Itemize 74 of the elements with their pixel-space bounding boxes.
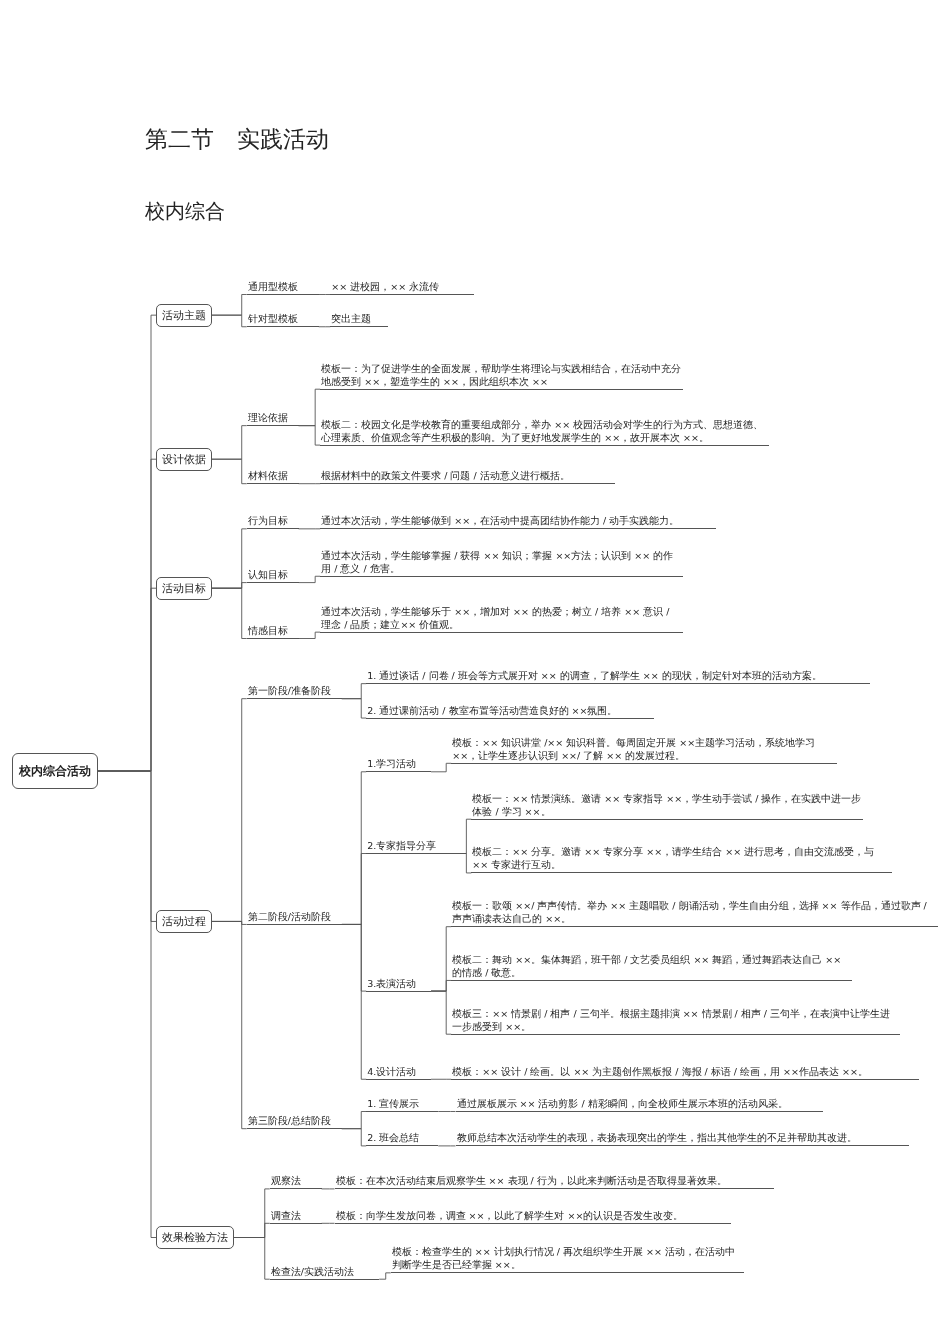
branch-box: 活动过程 <box>156 909 212 933</box>
branch-text: 突出主题 <box>330 312 388 328</box>
connector-line <box>437 1145 456 1147</box>
branch-text: 认知目标 <box>246 568 299 584</box>
connector-line <box>233 1237 271 1280</box>
branch-box: 活动主题 <box>156 303 212 327</box>
connector-line <box>430 762 452 773</box>
branch-text: 通过本次活动，学生能够掌握 / 获得 ×× 知识；掌握 ××方法；认识到 ×× 的作用 / 意义 / 危害。 <box>320 548 684 577</box>
branch-text: 2.专家指导分享 <box>366 839 447 854</box>
connector-line <box>211 314 248 328</box>
branch-text: 模板：检查学生的 ×× 计划执行情况 / 再次组织学生开展 ×× 活动，在活动中判断学生是否已经掌握 ××。 <box>390 1245 744 1274</box>
branch-text: 模板：×× 设计 / 绘画。以 ×× 为主题创作黑板报 / 海报 / 标语 / 绘画，用 ××作品表达 ××。 <box>451 1064 920 1080</box>
connector-line <box>341 924 367 1080</box>
branch-text: 第二阶段/活动阶段 <box>246 909 342 925</box>
branch-text: 模板二：校园文化是学校教育的重要组成部分，举办 ×× 校园活动会对学生的行为方式、思想道德、心理素质、价值观念等产生积极的影响。为了更好地发展学生的 ××，故开展本次 ××。 <box>320 417 770 446</box>
branch-text: 模板一：×× 情景演练。邀请 ×× 专家指导 ××，学生动手尝试 / 操作，在实践中进一步体验 / 学习 ××。 <box>471 791 864 820</box>
branch-text: 第一阶段/准备阶段 <box>246 684 342 700</box>
branch-text: 观察法 <box>269 1174 322 1190</box>
connector-line <box>298 528 321 530</box>
branch-text: 调查法 <box>269 1208 322 1224</box>
branch-text: 2. 通过课前活动 / 教室布置等活动营造良好的 ××氛围。 <box>366 703 655 719</box>
branch-text: 通过展板展示 ×× 活动剪影 / 精彩瞬间，向全校师生展示本班的活动风采。 <box>455 1097 823 1112</box>
branch-box: 设计依据 <box>156 447 212 471</box>
branch-text: 通用型模板 <box>246 280 319 295</box>
connector-line <box>211 587 248 639</box>
branch-text: 模板一：歌颂 ××/ 声声传情。举办 ×× 主题唱歌 / 朗诵活动，学生自由分组，选择 ×× 等作品，通过歌声 / 声声诵读表达自己的 ××。 <box>451 899 938 928</box>
branch-text: 模板二：×× 分享。邀请 ×× 专家分享 ××，请学生结合 ×× 进行思考，自由交流感受，与 ×× 专家进行互动。 <box>471 845 892 874</box>
branch-text: 模板：在本次活动结束后观察学生 ×× 表现 / 行为，以此来判断活动是否取得显著效果。 <box>334 1174 774 1190</box>
connector-line <box>211 921 248 1130</box>
branch-text: 行为目标 <box>246 514 299 530</box>
branch-text: 模板：向学生发放问卷，调查 ××，以此了解学生对 ××的认识是否发生改变。 <box>334 1208 731 1224</box>
branch-box: 活动目标 <box>156 576 212 600</box>
connector-line <box>341 1128 367 1147</box>
connector-line <box>446 853 472 874</box>
connector-line <box>298 483 321 485</box>
branch-text: 模板一：为了促进学生的全面发展，帮助学生将理论与实践相结合，在活动中充分地感受到 ××，塑造学生的 ××，因此组织本次 ×× <box>320 361 684 390</box>
branch-text: 模板三：×× 情景剧 / 相声 / 三句半。根据主题排演 ×× 情景剧 / 相声 / 三句半，在表演中让学生进一步感受到 ××。 <box>451 1006 901 1035</box>
topic-box: 校内综合活动 <box>12 753 98 789</box>
branch-text: 通过本次活动，学生能够做到 ××，在活动中提高团结协作能力 / 动手实践能力。 <box>320 514 717 530</box>
branch-text: 教师总结本次活动学生的表现，表扬表现突出的学生，指出其他学生的不足并帮助其改进。 <box>455 1131 910 1147</box>
branch-text: 检查法/实践活动法 <box>269 1264 380 1280</box>
connector-line <box>97 770 157 1238</box>
connector-line <box>298 425 321 446</box>
branch-text: 3.表演活动 <box>366 976 432 992</box>
branch-text: 第三阶段/总结阶段 <box>246 1114 342 1130</box>
branch-text: 通过本次活动，学生能够乐于 ××，增加对 ×× 的热爱；树立 / 培养 ×× 意识 / 理念 / 品质；建立×× 价值观。 <box>320 604 684 633</box>
section-heading: 校内综合 <box>145 198 225 225</box>
connector-line <box>318 294 331 295</box>
connector-line <box>321 1188 335 1190</box>
connector-line <box>298 631 321 639</box>
branch-text: 情感目标 <box>246 624 299 639</box>
connector-line <box>430 990 452 1035</box>
connector-line <box>341 698 367 719</box>
branch-text: 针对型模板 <box>246 312 319 328</box>
connector-line <box>430 1078 452 1080</box>
branch-text: 4.设计活动 <box>366 1064 432 1080</box>
branch-text: 1. 宣传展示 <box>366 1097 439 1112</box>
branch-text: ×× 进校园，×× 永流传 <box>330 280 475 295</box>
branch-box: 效果检验方法 <box>156 1226 234 1249</box>
branch-text: 理论依据 <box>246 411 299 427</box>
connector-line <box>318 326 331 328</box>
branch-text: 1. 通过谈话 / 问卷 / 班会等方式展开对 ×× 的调查，了解学生 ×× 的现状，制定针对本班的活动方案。 <box>366 669 871 685</box>
connector-line <box>437 1111 456 1112</box>
branch-text: 模板：×× 知识讲堂 /×× 知识科普。每周固定开展 ××主题学习活动，系统地学习 ××，让学生逐步认识到 ××/ 了解 ×× 的发展过程。 <box>451 735 838 764</box>
branch-text: 模板二：舞动 ××。集体舞蹈，班干部 / 文艺委员组织 ×× 舞蹈，通过舞蹈表达自己 ×× 的情感 / 敬意。 <box>451 952 852 981</box>
page-title: 第二节 实践活动 <box>145 125 329 154</box>
connector-line <box>321 1222 335 1224</box>
branch-text: 根据材料中的政策文件要求 / 问题 / 活动意义进行概括。 <box>320 469 616 485</box>
connector-line <box>298 575 321 584</box>
branch-text: 2. 班会总结 <box>366 1131 439 1147</box>
connector-line <box>211 458 248 485</box>
connector-line <box>378 1272 392 1280</box>
branch-text: 材料依据 <box>246 469 299 485</box>
branch-text: 1.学习活动 <box>366 757 432 773</box>
